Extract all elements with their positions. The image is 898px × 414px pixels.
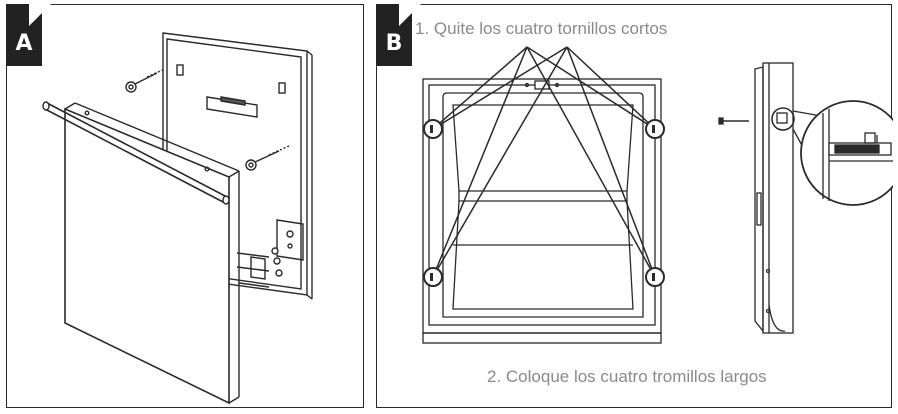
inner-door-front [422, 78, 662, 344]
screw-replacement-illustration [422, 46, 893, 344]
step-1-caption: 1. Quite los cuatro tornillos cortos [415, 19, 668, 38]
door-assembly-illustration [42, 32, 313, 405]
door-side-view [718, 62, 795, 334]
pointer-lines [432, 46, 656, 278]
screw-icon [245, 144, 292, 171]
panel-b: B 1. Quite los cuatro tornillos cortos 2… [376, 4, 893, 408]
panel-b-label: B [385, 31, 403, 56]
screw-icon [125, 68, 166, 93]
handle-bar [42, 101, 230, 205]
long-screw-icon [718, 117, 749, 125]
panel-a: A [6, 4, 364, 408]
magnified-inset [800, 100, 893, 206]
panel-a-label: A [15, 31, 33, 56]
screw-callout-circles [423, 119, 665, 287]
step-2-caption: 2. Coloque los cuatro tromillos largos [487, 367, 767, 386]
